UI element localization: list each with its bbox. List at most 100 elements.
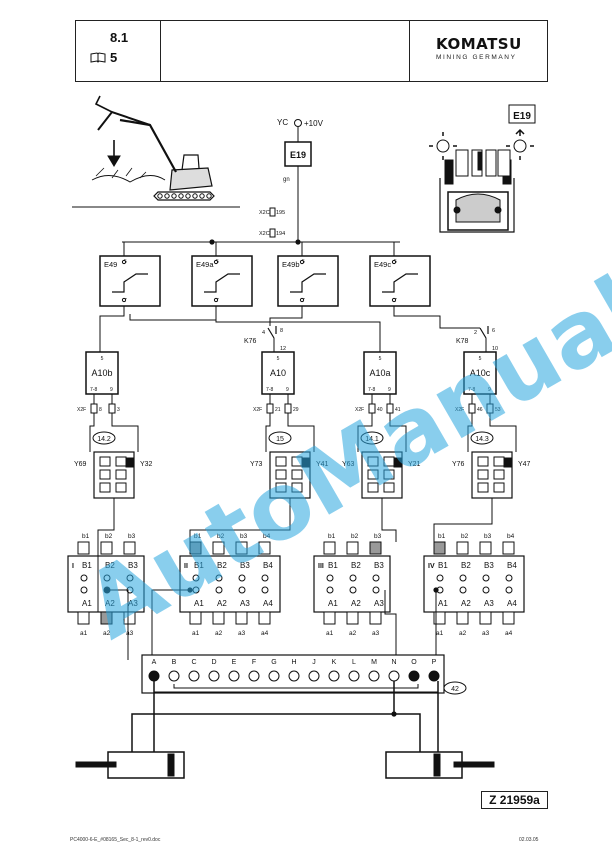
valve-port bbox=[115, 469, 127, 480]
supply-label: YC bbox=[277, 118, 288, 127]
connector-pin: 3 bbox=[117, 407, 120, 413]
rotary-port-label-g: G bbox=[271, 659, 276, 666]
port-label-top: b3 bbox=[484, 533, 492, 540]
valve-port bbox=[115, 482, 127, 493]
connector-pin: 41 bbox=[395, 407, 401, 413]
port-label-a: A4 bbox=[507, 599, 517, 608]
wire bbox=[489, 420, 517, 452]
port-circle bbox=[482, 586, 490, 594]
amplifier-pin-top: 5 bbox=[277, 356, 280, 362]
valve-solenoid-marker bbox=[503, 457, 513, 468]
wire bbox=[89, 420, 95, 452]
port-label-a: A3 bbox=[484, 599, 494, 608]
valve-port bbox=[275, 469, 287, 480]
port-bottom bbox=[502, 611, 515, 625]
junction-dot bbox=[433, 587, 439, 593]
port-circle bbox=[505, 574, 513, 582]
rotary-port-label-p: P bbox=[432, 659, 437, 666]
valve-label-right: Y32 bbox=[140, 461, 153, 468]
valve-port bbox=[115, 456, 127, 467]
excavator-track bbox=[153, 191, 215, 201]
port-label-bottom: a3 bbox=[372, 630, 380, 637]
hydraulic-cylinder-right-piston bbox=[433, 753, 441, 777]
valve-block-roman: I bbox=[72, 563, 74, 570]
port-top bbox=[323, 541, 336, 555]
switch-terminal bbox=[391, 259, 397, 265]
track-roller bbox=[192, 193, 198, 199]
port-label-b: B4 bbox=[263, 561, 273, 570]
port-label-a: A1 bbox=[438, 599, 448, 608]
book-icon bbox=[90, 52, 106, 63]
joystick-console bbox=[439, 178, 515, 233]
port-circle bbox=[215, 586, 223, 594]
switch-label-e49a: E49a bbox=[196, 260, 214, 269]
port-label-bottom: a1 bbox=[192, 630, 200, 637]
rotary-port bbox=[188, 670, 200, 682]
rotary-port-label-a: A bbox=[152, 659, 157, 666]
rotary-port-label-m: M bbox=[371, 659, 377, 666]
port-label-b: B2 bbox=[461, 561, 471, 570]
joystick-knob-left bbox=[453, 206, 461, 214]
soil-pile bbox=[91, 175, 166, 183]
position-switch-e49 bbox=[99, 255, 161, 307]
left-joystick-arrows bbox=[429, 132, 457, 160]
valve-port bbox=[291, 456, 303, 467]
wire bbox=[384, 590, 397, 676]
connector-label: X2F bbox=[455, 407, 464, 413]
relay-pin: 2 bbox=[474, 330, 477, 336]
valve-tag-15: 15 bbox=[276, 436, 284, 443]
e19-switch-box bbox=[284, 141, 312, 167]
wire bbox=[394, 713, 421, 750]
valve-port bbox=[477, 456, 489, 467]
valve-tag-14.3: 14.3 bbox=[475, 436, 489, 443]
port-circle bbox=[505, 586, 513, 594]
switch-terminal bbox=[391, 297, 397, 303]
port-top bbox=[479, 541, 492, 555]
port-top bbox=[258, 541, 271, 555]
brand-subtitle: MINING GERMANY bbox=[436, 54, 517, 61]
hydraulic-cylinder-right bbox=[385, 751, 463, 779]
track-roller bbox=[185, 193, 191, 199]
valve-port bbox=[99, 456, 111, 467]
amplifier-a10a bbox=[363, 351, 397, 395]
port-circle bbox=[238, 574, 246, 582]
switch-terminal bbox=[299, 259, 305, 265]
wire bbox=[433, 512, 493, 542]
valve-tag-14.1: 14.1 bbox=[365, 436, 379, 443]
port-circle bbox=[261, 574, 269, 582]
port-label-a: A1 bbox=[328, 599, 338, 608]
valve-solenoid-marker bbox=[301, 457, 311, 468]
terminal-label: 194 bbox=[276, 231, 285, 237]
pedal-center-right bbox=[485, 149, 497, 177]
excavator-boom bbox=[119, 118, 177, 173]
port-label-top: b3 bbox=[240, 533, 248, 540]
amplifier-pin: 7-8 bbox=[266, 387, 273, 393]
valve-label-left: Y63 bbox=[342, 461, 355, 468]
supply-terminal bbox=[294, 119, 302, 127]
footer-date: 02.03.05 bbox=[519, 837, 539, 843]
page-number: 5 bbox=[110, 50, 118, 65]
header-box: 8.1 5 KOMATSU MINING GERMANY bbox=[75, 20, 548, 82]
port-label-top: b2 bbox=[217, 533, 225, 540]
rotary-port bbox=[208, 670, 220, 682]
port-circle bbox=[192, 574, 200, 582]
valve-port bbox=[477, 469, 489, 480]
terminal-block bbox=[269, 207, 276, 217]
port-circle bbox=[80, 586, 88, 594]
valve-port bbox=[477, 482, 489, 493]
port-top bbox=[77, 541, 90, 555]
pedal-left bbox=[455, 149, 469, 177]
port-circle bbox=[326, 574, 334, 582]
valve-label-right: Y47 bbox=[518, 461, 531, 468]
wire bbox=[381, 512, 397, 542]
wire bbox=[467, 420, 473, 452]
supply-voltage: +10V bbox=[304, 119, 324, 128]
valve-port bbox=[99, 482, 111, 493]
position-switch-e49a bbox=[191, 255, 253, 307]
rotary-port bbox=[388, 670, 400, 682]
switch-terminal bbox=[213, 259, 219, 265]
switch-label-e49b: E49b bbox=[282, 260, 300, 269]
pedal-mark bbox=[477, 151, 483, 171]
relay-contact-symbol bbox=[479, 326, 489, 339]
switch-terminal bbox=[299, 297, 305, 303]
